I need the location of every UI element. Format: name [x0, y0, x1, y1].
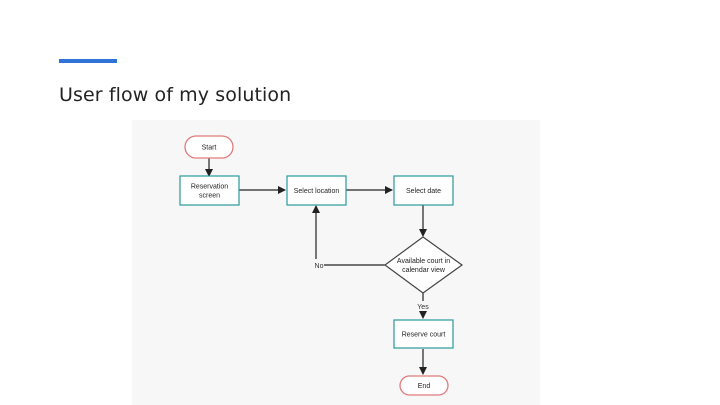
node-decision-available-court: Available court in calendar view: [383, 236, 464, 294]
slide-title: User flow of my solution: [59, 84, 292, 106]
edge-decision-no-to-location: [312, 205, 385, 266]
node-reservation-screen: Reservation screen: [179, 175, 240, 206]
title-accent-bar: [59, 59, 117, 63]
node-reserve-court-label: Reserve court: [402, 332, 446, 339]
node-select-date-label: Select date: [406, 188, 441, 195]
node-reservation-label-line2: screen: [199, 193, 220, 200]
node-select-date: Select date: [393, 175, 454, 206]
node-reserve-court: Reserve court: [393, 319, 454, 349]
node-decision-label-line1: Available court in: [397, 258, 450, 265]
edge-label-yes: Yes: [417, 304, 429, 311]
node-decision-label-line2: calendar view: [402, 267, 446, 274]
node-end-label: End: [418, 383, 431, 390]
node-start-label: Start: [202, 145, 217, 152]
node-start: Start: [184, 135, 234, 159]
node-reservation-label-line1: Reservation: [191, 184, 228, 191]
node-select-location-label: Select location: [294, 188, 340, 195]
flowchart-svg: No Yes Start Reservation screen Select l…: [179, 135, 464, 396]
node-select-location: Select location: [286, 175, 347, 206]
node-end: End: [399, 375, 449, 396]
flowchart-panel: No Yes Start Reservation screen Select l…: [132, 120, 540, 405]
edge-label-no: No: [315, 263, 324, 270]
